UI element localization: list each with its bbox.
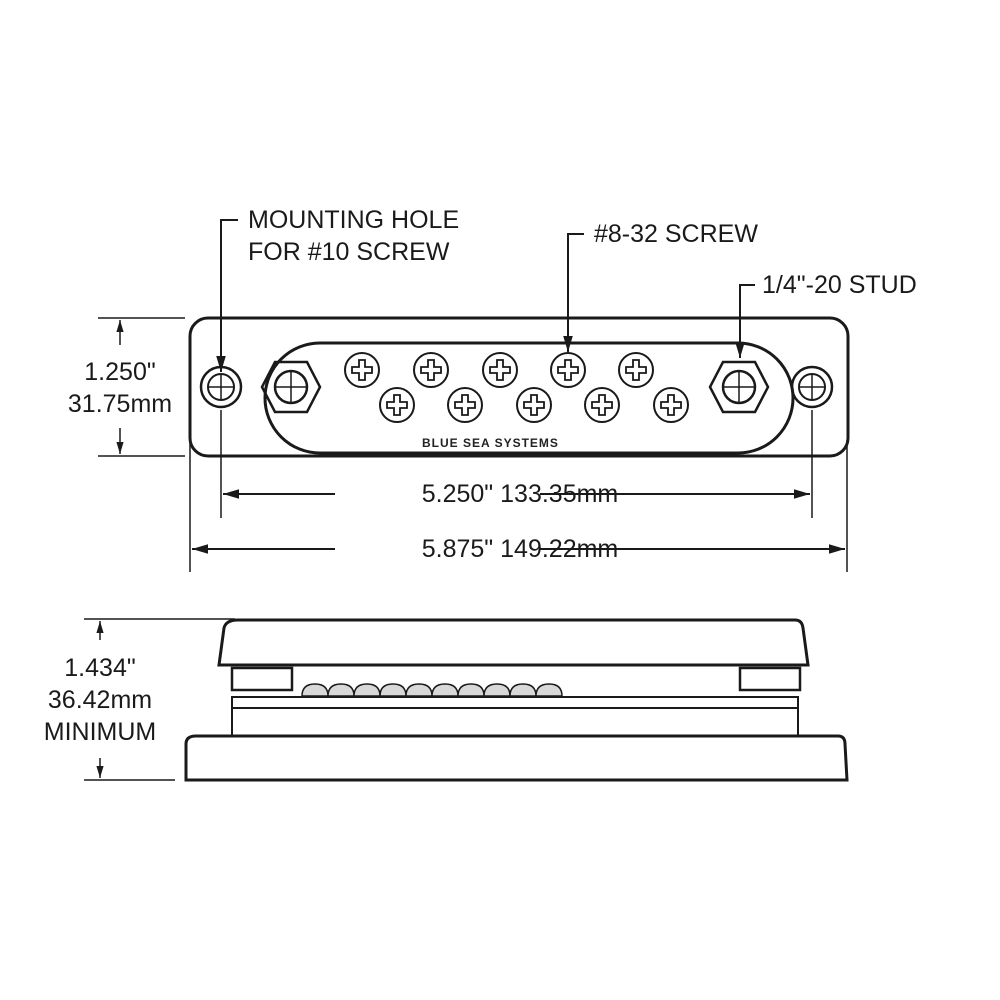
mounting-hole-callout-line2: FOR #10 SCREW	[248, 238, 450, 266]
cover-outline	[263, 341, 795, 455]
side-height-mm: 36.42mm	[48, 686, 152, 714]
side-height-note: MINIMUM	[44, 718, 156, 746]
mounting-hole-right	[790, 365, 834, 409]
mounting-hole-callout-line1: MOUNTING HOLE	[248, 206, 459, 234]
height-extension-lines	[98, 317, 185, 457]
stud-leader	[735, 284, 755, 358]
side-height-inches: 1.434"	[64, 654, 135, 682]
height-inches: 1.250"	[84, 358, 155, 386]
bus-bar-base-outline	[188, 316, 850, 458]
hole-spacing-dimension: 5.250" 133.35mm	[422, 480, 619, 508]
stud-callout: 1/4"-20 STUD	[762, 271, 917, 299]
height-mm: 31.75mm	[68, 390, 172, 418]
stud-side-left	[230, 666, 294, 692]
screw-callout: #8-32 SCREW	[594, 220, 758, 248]
side-view: 1.434" 36.42mm MINIMUM	[44, 618, 849, 782]
base-side	[184, 734, 849, 782]
stud-left	[260, 360, 322, 414]
brand-label: BLUE SEA SYSTEMS	[422, 436, 559, 450]
screw-row	[344, 352, 689, 423]
cover-side	[217, 618, 810, 667]
stud-right	[708, 360, 770, 414]
bus-bar-side	[231, 696, 799, 709]
overall-length-dimension: 5.875" 149.22mm	[422, 535, 619, 563]
top-view: BLUE SEA SYSTEMS MOUNTING HOLE FOR #10 S…	[68, 206, 917, 572]
screw-leader	[563, 233, 584, 352]
mounting-hole-left	[199, 365, 243, 409]
base-riser-side	[231, 707, 799, 737]
screw-heads-side	[301, 683, 563, 697]
stud-side-right	[738, 666, 802, 692]
mounting-hole-leader	[216, 219, 238, 372]
